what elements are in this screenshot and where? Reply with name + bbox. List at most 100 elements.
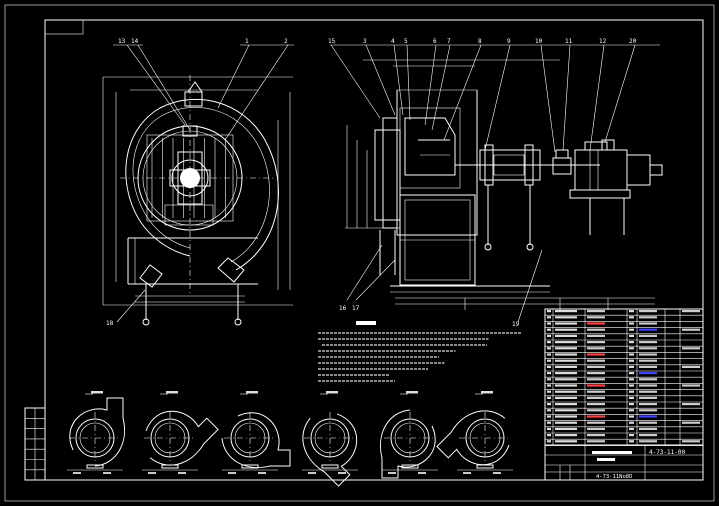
drawing-number: 4-73-11-00 xyxy=(649,449,686,456)
row-number xyxy=(547,353,551,356)
volute-outline xyxy=(145,410,219,466)
row-code xyxy=(555,396,577,399)
row-number xyxy=(547,310,551,313)
row-material xyxy=(639,365,657,368)
label-1: 1 xyxy=(245,38,249,45)
row-number xyxy=(547,322,551,325)
row-qty xyxy=(629,378,634,381)
row-name xyxy=(587,427,605,430)
label-5: 5 xyxy=(404,38,408,45)
row-name xyxy=(587,328,605,331)
hub xyxy=(171,159,209,197)
row-name xyxy=(587,359,605,362)
row-material xyxy=(639,409,657,412)
row-code xyxy=(555,403,577,406)
row-name xyxy=(587,316,605,319)
row-material xyxy=(639,421,657,424)
row-name xyxy=(587,378,605,381)
row-name xyxy=(587,396,605,399)
label-6: 6 xyxy=(433,38,437,45)
row-number xyxy=(547,334,551,337)
parts-list-table xyxy=(544,308,704,446)
dim-text xyxy=(338,472,346,474)
label-8: 8 xyxy=(478,38,482,45)
scroll-casing xyxy=(125,98,279,271)
row-name xyxy=(587,440,605,443)
label-13: 13 xyxy=(118,38,126,45)
row-name xyxy=(587,322,605,325)
row-number xyxy=(547,359,551,362)
row-number xyxy=(547,421,551,424)
outlet-view-1 xyxy=(67,391,125,474)
row-name xyxy=(587,372,605,375)
row-material xyxy=(639,384,657,387)
row-qty xyxy=(629,415,634,418)
row-code xyxy=(555,390,577,393)
row-material xyxy=(639,403,657,406)
view-title-text xyxy=(326,391,338,394)
row-material xyxy=(639,341,657,344)
row-number xyxy=(547,347,551,350)
row-qty xyxy=(629,403,634,406)
corner-box xyxy=(44,19,84,35)
row-qty xyxy=(629,434,634,437)
outlet-view-5 xyxy=(380,391,438,479)
row-name xyxy=(587,365,605,368)
volute-outline xyxy=(436,410,510,466)
row-qty xyxy=(629,334,634,337)
row-name xyxy=(587,403,605,406)
label-16: 16 xyxy=(339,305,347,312)
label-9: 9 xyxy=(507,38,511,45)
view-title-text xyxy=(406,391,418,394)
row-name xyxy=(587,334,605,337)
row-number xyxy=(547,403,551,406)
outlet-view-3 xyxy=(221,391,291,474)
row-material xyxy=(639,415,657,418)
label-4: 4 xyxy=(391,38,395,45)
volute xyxy=(380,409,436,479)
row-qty xyxy=(629,310,634,313)
row-qty xyxy=(629,347,634,350)
label-12: 12 xyxy=(599,38,607,45)
row-qty xyxy=(629,421,634,424)
foot xyxy=(161,464,179,469)
row-code xyxy=(555,384,577,387)
motor xyxy=(574,149,628,191)
row-qty xyxy=(629,322,634,325)
row-qty xyxy=(629,316,634,319)
row-number xyxy=(547,440,551,443)
foot xyxy=(321,464,339,469)
row-qty xyxy=(629,372,634,375)
row-number xyxy=(547,316,551,319)
row-code xyxy=(555,415,577,418)
label-19: 19 xyxy=(512,321,520,328)
row-note xyxy=(682,365,700,368)
row-material xyxy=(639,372,657,375)
row-code xyxy=(555,427,577,430)
outlet-view-6 xyxy=(436,391,513,474)
row-qty xyxy=(629,353,634,356)
row-note xyxy=(682,328,700,331)
row-qty xyxy=(629,440,634,443)
row-number xyxy=(547,427,551,430)
label-11: 11 xyxy=(565,38,573,45)
row-name xyxy=(587,347,605,350)
outer-border xyxy=(4,4,715,502)
dim-text xyxy=(463,472,471,474)
row-note xyxy=(682,384,700,387)
row-material xyxy=(639,353,657,356)
row-code xyxy=(555,365,577,368)
volute-outline xyxy=(302,413,358,487)
technical-notes xyxy=(318,321,522,382)
view-title-text xyxy=(91,391,103,394)
row-code xyxy=(555,322,577,325)
row-name xyxy=(587,341,605,344)
foot xyxy=(241,464,259,469)
row-qty xyxy=(629,341,634,344)
inner-frame xyxy=(44,19,704,481)
dim-text xyxy=(258,472,266,474)
view-title-text xyxy=(166,391,178,394)
row-code xyxy=(555,409,577,412)
